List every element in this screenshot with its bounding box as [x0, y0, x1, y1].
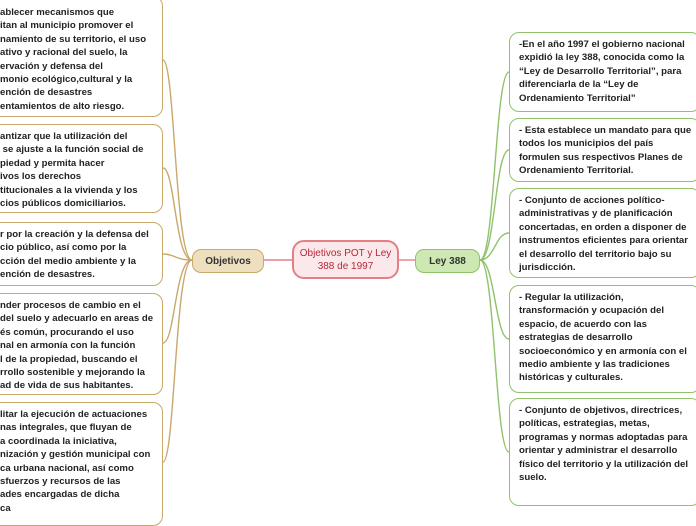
connector-ley-2 [479, 149, 510, 261]
connector-ley-5 [479, 259, 510, 453]
objetivo-item-1[interactable]: ablecer mecanismos que itan al municipio… [0, 0, 163, 117]
objetivos-node[interactable]: Objetivos [192, 249, 264, 273]
objetivo-item-3[interactable]: r por la creación y la defensa del cio p… [0, 222, 163, 286]
ley-item-3[interactable]: - Conjunto de acciones político- adminis… [509, 188, 696, 278]
connector-objetivo-3 [162, 253, 193, 261]
ley-item-2[interactable]: - Esta establece un mandato para que tod… [509, 118, 696, 182]
objetivo-item-2[interactable]: antizar que la utilización del se ajuste… [0, 124, 163, 213]
ley-item-5[interactable]: - Conjunto de objetivos, directrices, po… [509, 398, 696, 506]
connector-objetivo-5 [162, 259, 193, 463]
connector-ley-3 [479, 232, 510, 261]
ley-388-node[interactable]: Ley 388 [415, 249, 480, 273]
connector-ley-4 [479, 259, 510, 340]
objetivo-item-5[interactable]: litar la ejecución de actuaciones nas in… [0, 402, 163, 526]
connector-objetivo-1 [162, 59, 193, 261]
central-topic[interactable]: Objetivos POT y Ley 388 de 1997 [292, 240, 399, 279]
ley-item-4[interactable]: - Regular la utilización, transformación… [509, 285, 696, 393]
connector-objetivo-4 [162, 259, 193, 344]
connector-objetivo-2 [162, 167, 193, 261]
ley-item-1[interactable]: -En el año 1997 el gobierno nacional exp… [509, 32, 696, 112]
connector-ley-1 [479, 71, 510, 261]
objetivo-item-4[interactable]: nder procesos de cambio en el del suelo … [0, 293, 163, 395]
